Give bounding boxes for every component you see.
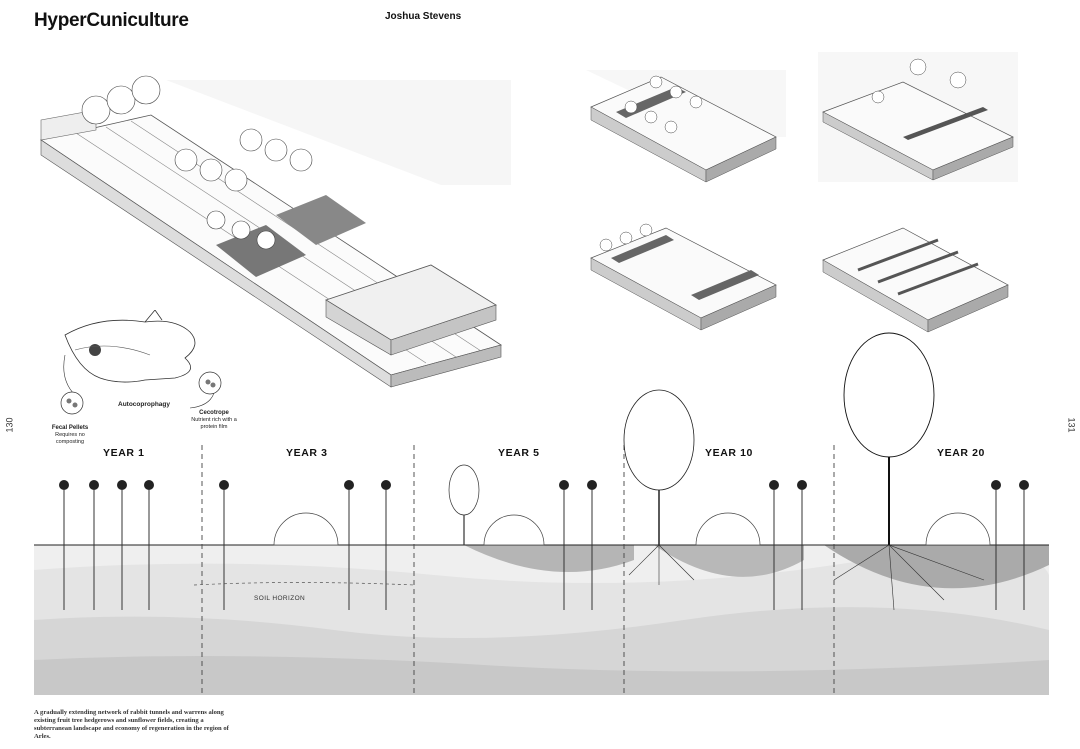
- year-label-1: YEAR 1: [103, 447, 145, 459]
- main-axonometric-illustration: [40, 75, 511, 388]
- cecotrope-title: Cecotrope: [199, 410, 229, 416]
- year-label-3: YEAR 3: [286, 447, 328, 459]
- page-number-right: 131: [1066, 417, 1077, 433]
- page-number-left: 130: [4, 417, 15, 433]
- axonometric-panel-2: [818, 52, 1018, 182]
- fecal-pellets-title: Fecal Pellets: [51, 425, 89, 431]
- axonometric-panel-3: [590, 223, 777, 331]
- author-name: Joshua Stevens: [385, 11, 462, 22]
- axonometric-panel-1: [586, 70, 786, 183]
- autocoprophagy-label: Autocoprophagy: [118, 401, 170, 408]
- rabbit-digestion-diagram: [60, 310, 222, 415]
- figure-caption: A gradually extending network of rabbit …: [34, 709, 229, 740]
- soil-section-illustration: [34, 332, 1049, 695]
- year-label-5: YEAR 5: [498, 447, 540, 459]
- axonometric-panel-4: [822, 227, 1009, 333]
- soil-horizon-label: SOIL HORIZON: [254, 595, 306, 602]
- year-label-10: YEAR 10: [705, 447, 753, 459]
- page-title: HyperCuniculture: [34, 10, 189, 31]
- year-label-20: YEAR 20: [937, 447, 985, 459]
- fecal-pellets-description: Requires no composting: [55, 432, 85, 445]
- fecal-pellets-label: Fecal Pellets Requires no composting: [45, 425, 95, 446]
- cecotrope-description: Nutrient rich with a protein film: [191, 417, 237, 430]
- cecotrope-label: Cecotrope Nutrient rich with a protein f…: [183, 410, 245, 431]
